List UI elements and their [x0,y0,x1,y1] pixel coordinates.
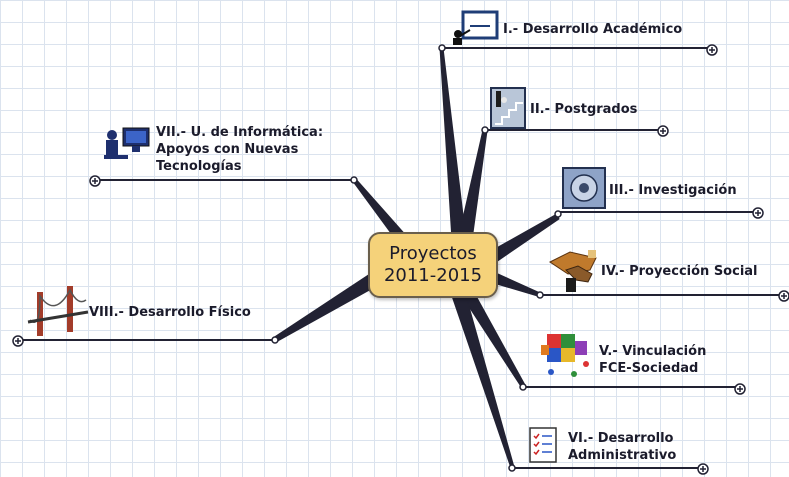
expand-button-b1[interactable] [706,44,718,56]
branch-b7-line1: VII.- U. de Informática: [156,125,324,140]
checklist-icon [529,427,557,463]
expand-button-b2[interactable] [657,125,669,137]
branch-label-b1[interactable]: I.- Desarrollo Académico [503,21,682,38]
spoke-b4 [496,273,542,298]
branch-b3-line1: III.- Investigación [609,183,737,198]
branch-b2-line1: II.- Postgrados [530,102,638,117]
joint-b4 [536,291,544,299]
expand-button-b7[interactable] [89,175,101,187]
expand-button-b4[interactable] [778,290,789,302]
handshake-icon [549,250,597,292]
person-at-board-icon [453,10,499,45]
branch-b5-line1: V.- Vinculación [599,344,707,359]
joint-b8 [271,336,279,344]
expand-button-b3[interactable] [752,207,764,219]
joint-b7 [350,176,358,184]
expand-button-b8[interactable] [12,335,24,347]
spoke-b2 [457,129,488,241]
branch-label-b8[interactable]: VIII.- Desarrollo Físico [89,304,251,321]
joint-b5 [519,383,527,391]
joint-b3 [554,210,562,218]
expand-buttons [12,44,789,475]
branch-b1-line1: I.- Desarrollo Académico [503,22,683,37]
spoke-b3 [492,213,560,263]
branch-label-b6[interactable]: VI.- Desarrollo Administrativo [568,430,676,464]
puzzle-people-icon [541,334,589,377]
bridge-icon [27,286,89,336]
spoke-b7 [351,177,412,241]
expand-button-b6[interactable] [697,463,709,475]
joint-b6 [508,464,516,472]
branch-b6-line1: VI.- Desarrollo [568,431,674,446]
research-seal-icon [562,167,606,209]
branch-b4-line1: IV.- Proyección Social [601,264,758,279]
computer-user-icon [104,127,150,159]
joint-b1 [438,44,446,52]
central-node[interactable]: Proyectos 2011-2015 [368,232,498,298]
branch-label-b2[interactable]: II.- Postgrados [530,101,637,118]
branch-b8-line1: VIII.- Desarrollo Físico [89,305,251,320]
expand-button-b5[interactable] [734,383,746,395]
spoke-b1 [439,47,467,241]
branch-label-b7[interactable]: VII.- U. de Informática: Apoyos con Nuev… [156,124,323,175]
branch-label-b4[interactable]: IV.- Proyección Social [601,263,758,280]
branch-label-b5[interactable]: V.- Vinculación FCE-Sociedad [599,343,706,377]
joint-b2 [481,126,489,134]
central-node-line1: Proyectos [389,243,477,264]
branch-label-b3[interactable]: III.- Investigación [609,182,737,199]
branch-b7-line2: Apoyos con Nuevas [156,142,299,157]
branch-b7-line3: Tecnologías [156,159,242,174]
central-node-line2: 2011-2015 [383,265,483,286]
branch-b5-line2: FCE-Sociedad [599,361,699,376]
stairs-climber-icon [490,87,526,129]
branch-b6-line2: Administrativo [568,448,677,463]
spoke-b8 [272,273,374,343]
